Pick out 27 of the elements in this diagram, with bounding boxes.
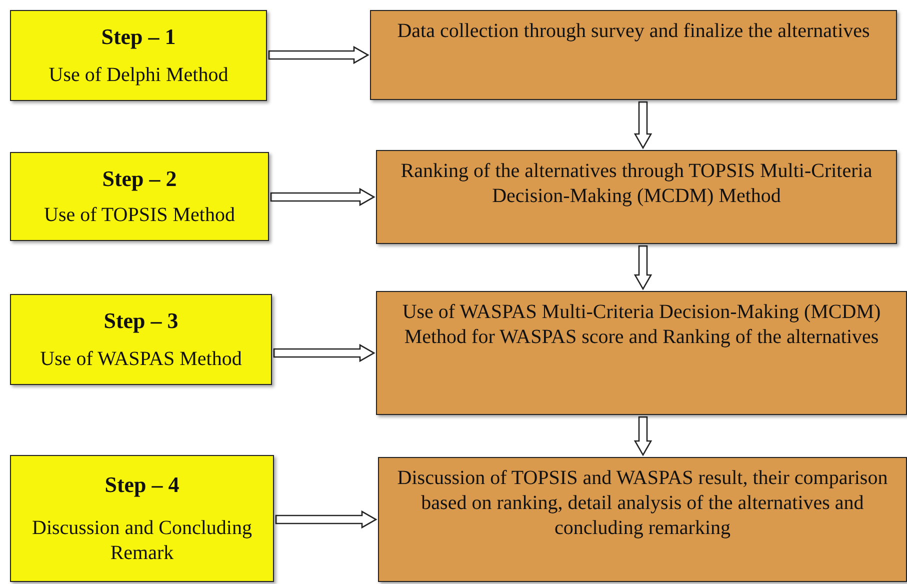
step-heading: Step – 3 xyxy=(104,307,178,335)
step-heading: Step – 2 xyxy=(102,164,177,192)
box-text: Use of Delphi Method xyxy=(48,62,228,88)
process-box xyxy=(376,291,907,415)
step-heading: Step – 1 xyxy=(101,23,176,51)
box-text: Discussion of TOPSIS and WASPAS result, their comparison based on ranking, detail analysis of the alternatives and concluding remarking xyxy=(396,466,889,541)
process-box xyxy=(378,457,907,582)
block-arrow xyxy=(275,510,378,529)
box-text: Data collection through survey and finalize the alternatives xyxy=(397,19,870,44)
step-box xyxy=(10,152,269,241)
box-text: Use of WASPAS Multi-Criteria Decision-Making (MCDM) Method for WASPAS score and Ranking of the alternatives xyxy=(401,300,882,350)
block-arrow xyxy=(634,245,652,290)
box-text: Use of WASPAS Method xyxy=(40,346,242,372)
box-text: Use of TOPSIS Method xyxy=(44,203,235,228)
block-arrow xyxy=(634,101,652,150)
step-heading: Step – 4 xyxy=(104,470,180,498)
box-text: Discussion and Concluding Remark xyxy=(31,516,253,566)
process-box xyxy=(376,150,897,244)
block-arrow xyxy=(270,188,376,206)
step-box xyxy=(10,294,272,385)
block-arrow xyxy=(273,344,376,362)
block-arrow xyxy=(634,416,652,456)
block-arrow xyxy=(268,46,370,64)
step-box xyxy=(10,455,274,582)
step-box xyxy=(10,10,267,101)
process-box xyxy=(370,10,897,100)
box-text: Ranking of the alternatives through TOPSIS Multi-Criteria Decision-Making (MCDM) Method xyxy=(400,159,874,209)
